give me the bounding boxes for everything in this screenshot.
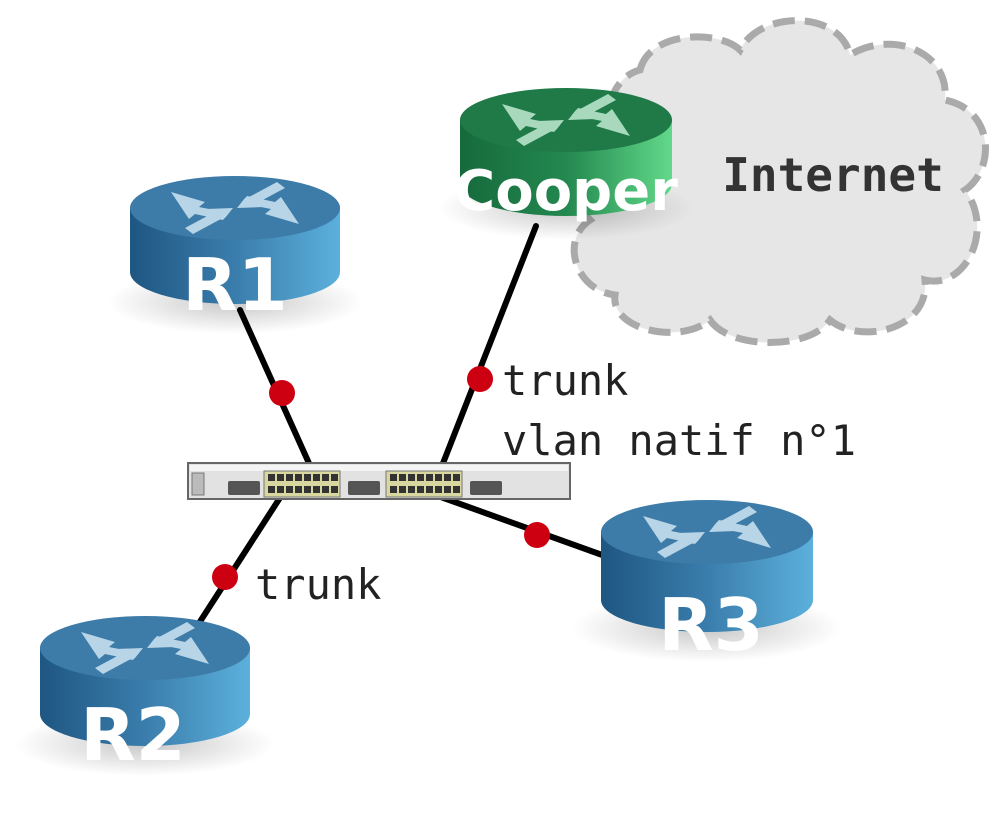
link-dot-cooper [467, 366, 493, 392]
link-dot-r3 [524, 522, 550, 548]
switch-port-group-right [385, 470, 463, 498]
router-r3: R3 [572, 500, 842, 667]
router-arrows-icon [81, 622, 209, 674]
link-r3-switch [435, 493, 608, 559]
switch-port-group-left [263, 470, 341, 498]
r2-link-label: trunk [255, 560, 381, 609]
switch-icon [187, 462, 571, 500]
router-r1: R1 [107, 176, 363, 334]
router-cooper: Cooper [438, 88, 694, 240]
link-r2-switch [189, 487, 288, 637]
router-label: Cooper [454, 159, 678, 224]
router-label: R1 [182, 243, 288, 327]
link-cooper-switch [435, 223, 539, 479]
link-dot-r2 [212, 564, 238, 590]
cloud-label: Internet [722, 148, 944, 202]
router-arrows-icon [643, 506, 771, 558]
router-arrows-icon [171, 182, 299, 234]
router-label: R2 [80, 693, 186, 777]
router-label: R3 [658, 583, 764, 667]
cooper-link-label-line2: vlan natif n°1 [502, 416, 856, 465]
router-arrows-icon [502, 94, 630, 146]
router-r2: R2 [15, 616, 275, 777]
link-dots [212, 366, 550, 590]
link-dot-r1 [269, 380, 295, 406]
cooper-link-label-line1: trunk [502, 356, 628, 405]
